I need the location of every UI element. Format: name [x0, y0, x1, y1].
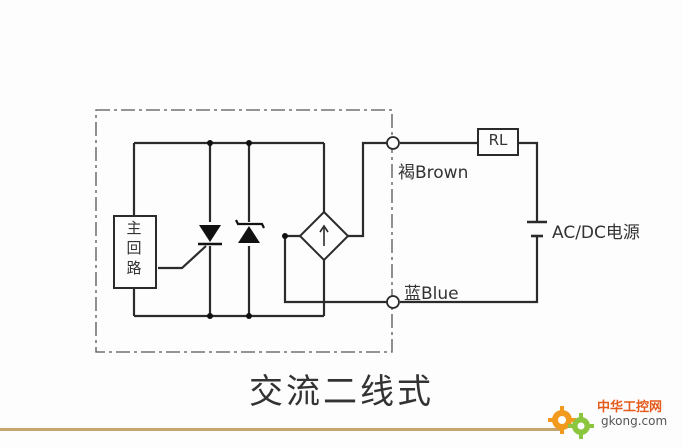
- junction-dots: [207, 140, 288, 319]
- main-circuit-char-3: 路: [126, 259, 142, 277]
- watermark-name: 中华工控网: [597, 400, 663, 415]
- main-circuit-label: 主 回 路: [114, 218, 154, 278]
- blue-wire-label: 蓝Blue: [404, 284, 459, 304]
- wiring: [132, 141, 539, 318]
- main-circuit-char-1: 主: [126, 219, 142, 237]
- brown-terminal: [386, 136, 400, 150]
- thyristor-symbol: [198, 225, 222, 246]
- diagram-caption: 交流二线式: [249, 372, 434, 412]
- watermark-url: gkong.com: [601, 414, 668, 428]
- bridge-rectifier-symbol: [298, 210, 350, 262]
- load-resistor-label: RL: [488, 131, 508, 149]
- main-circuit-char-2: 回: [126, 239, 142, 257]
- load-resistor-box: [477, 128, 519, 156]
- watermark-logo: [548, 406, 594, 439]
- power-source-symbol: [527, 220, 547, 238]
- zener-diode-symbol: [235, 219, 265, 243]
- blue-terminal: [386, 295, 400, 309]
- main-circuit-box: [113, 215, 157, 289]
- gear-icon: [548, 406, 576, 434]
- power-source-label: AC/DC电源: [552, 223, 640, 243]
- gear-icon-green: [568, 413, 594, 439]
- sensor-housing-boundary: [95, 109, 393, 353]
- bottom-divider: [0, 428, 560, 431]
- brown-wire-label: 褐Brown: [398, 163, 469, 183]
